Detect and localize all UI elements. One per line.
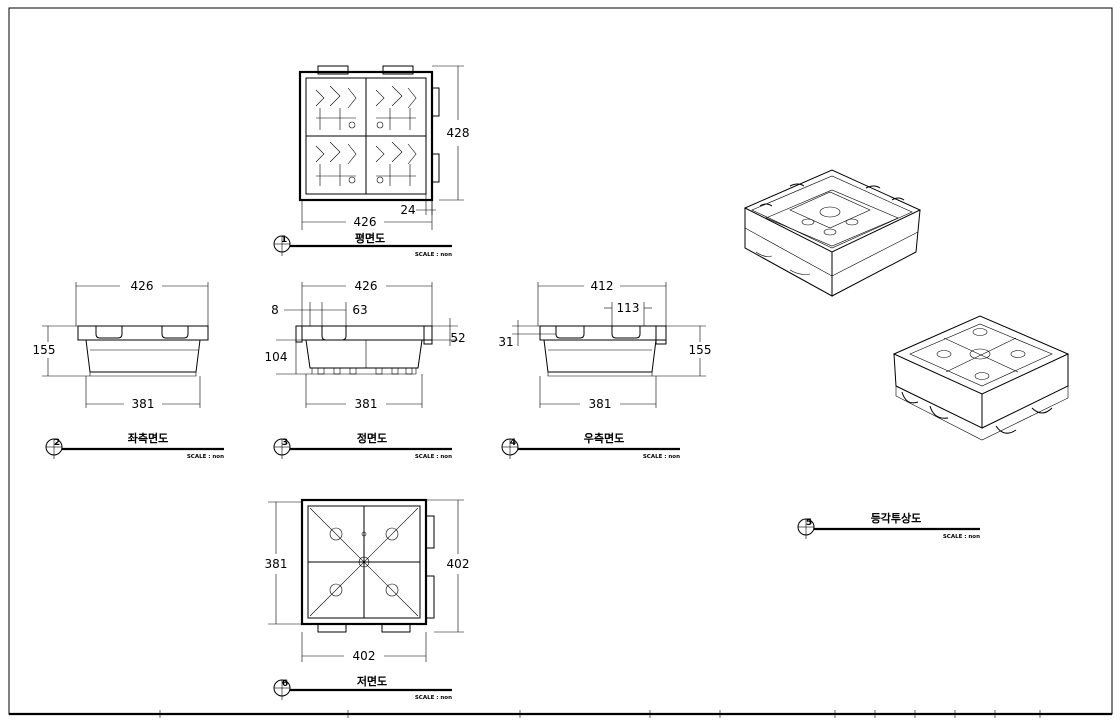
left-view-scale: SCALE : non: [187, 454, 224, 460]
isometric-view-scale: SCALE : non: [943, 534, 980, 540]
plan-view-number: 1: [281, 235, 287, 245]
plan-lip-dim: 24: [400, 203, 415, 217]
front-view-scale: SCALE : non: [415, 454, 452, 460]
bottom-left-dim: 381: [265, 557, 288, 571]
isometric-bottom-tray: [892, 315, 1070, 441]
plan-view: 426 428 24: [298, 65, 470, 230]
bottom-width-dim: 402: [353, 649, 376, 663]
isometric-view-title: 5 등각투상도 SCALE : non: [797, 511, 980, 540]
front-small-b-dim: 63: [352, 303, 367, 317]
bottom-view-title: 6 저면도 SCALE : non: [273, 674, 452, 701]
isometric-view-number: 5: [806, 518, 812, 528]
plan-height-dim: 428: [447, 126, 470, 140]
right-view-label: 우측면도: [584, 431, 624, 445]
right-top-dim: 412: [591, 279, 614, 293]
isometric-view-label: 등각투상도: [871, 511, 922, 525]
bottom-view-number: 6: [282, 679, 288, 689]
right-side-view-title: 4 우측면도 SCALE : non: [501, 431, 680, 460]
right-view-scale: SCALE : non: [643, 454, 680, 460]
left-top-dim: 426: [131, 279, 154, 293]
left-side-view-title: 2 좌측면도 SCALE : non: [45, 431, 224, 460]
left-height-dim: 155: [33, 343, 56, 357]
bottom-view: 381 402 402: [265, 498, 470, 663]
plan-view-scale: SCALE : non: [415, 252, 452, 258]
left-side-view: 426 155 381: [33, 279, 209, 411]
front-top-dim: 426: [355, 279, 378, 293]
front-view-label: 정면도: [357, 431, 387, 445]
front-right-dim: 52: [450, 331, 465, 345]
left-view-label: 좌측면도: [128, 431, 168, 445]
right-notch-dim: 113: [617, 301, 640, 315]
right-height-dim: 155: [689, 343, 712, 357]
front-bottom-dim: 381: [355, 397, 378, 411]
right-bottom-dim: 381: [589, 397, 612, 411]
plan-width-dim: 426: [354, 215, 377, 229]
isometric-top-tray: [743, 169, 922, 297]
right-left-dim: 31: [498, 335, 513, 349]
front-view-title: 3 정면도 SCALE : non: [273, 431, 452, 460]
front-view-number: 3: [282, 438, 288, 448]
front-small-a-dim: 8: [271, 303, 279, 317]
sheet-border: [8, 7, 1113, 715]
right-view-number: 4: [510, 438, 516, 448]
bottom-view-label: 저면도: [357, 674, 387, 688]
title-block-ticks: [159, 710, 1041, 718]
isometric-tray-drawing-icon: [743, 169, 1070, 441]
front-left-dim: 104: [265, 350, 288, 364]
bottom-right-dim: 402: [447, 557, 470, 571]
plan-view-title: 1 평면도 SCALE : non: [273, 231, 452, 258]
right-side-view: 412 113 31 155 381: [498, 279, 711, 411]
plan-view-label: 평면도: [355, 231, 385, 245]
left-view-number: 2: [54, 438, 60, 448]
left-bottom-dim: 381: [132, 397, 155, 411]
bottom-view-scale: SCALE : non: [415, 695, 452, 701]
front-view: 426 8 63 52 104 381: [265, 279, 466, 411]
